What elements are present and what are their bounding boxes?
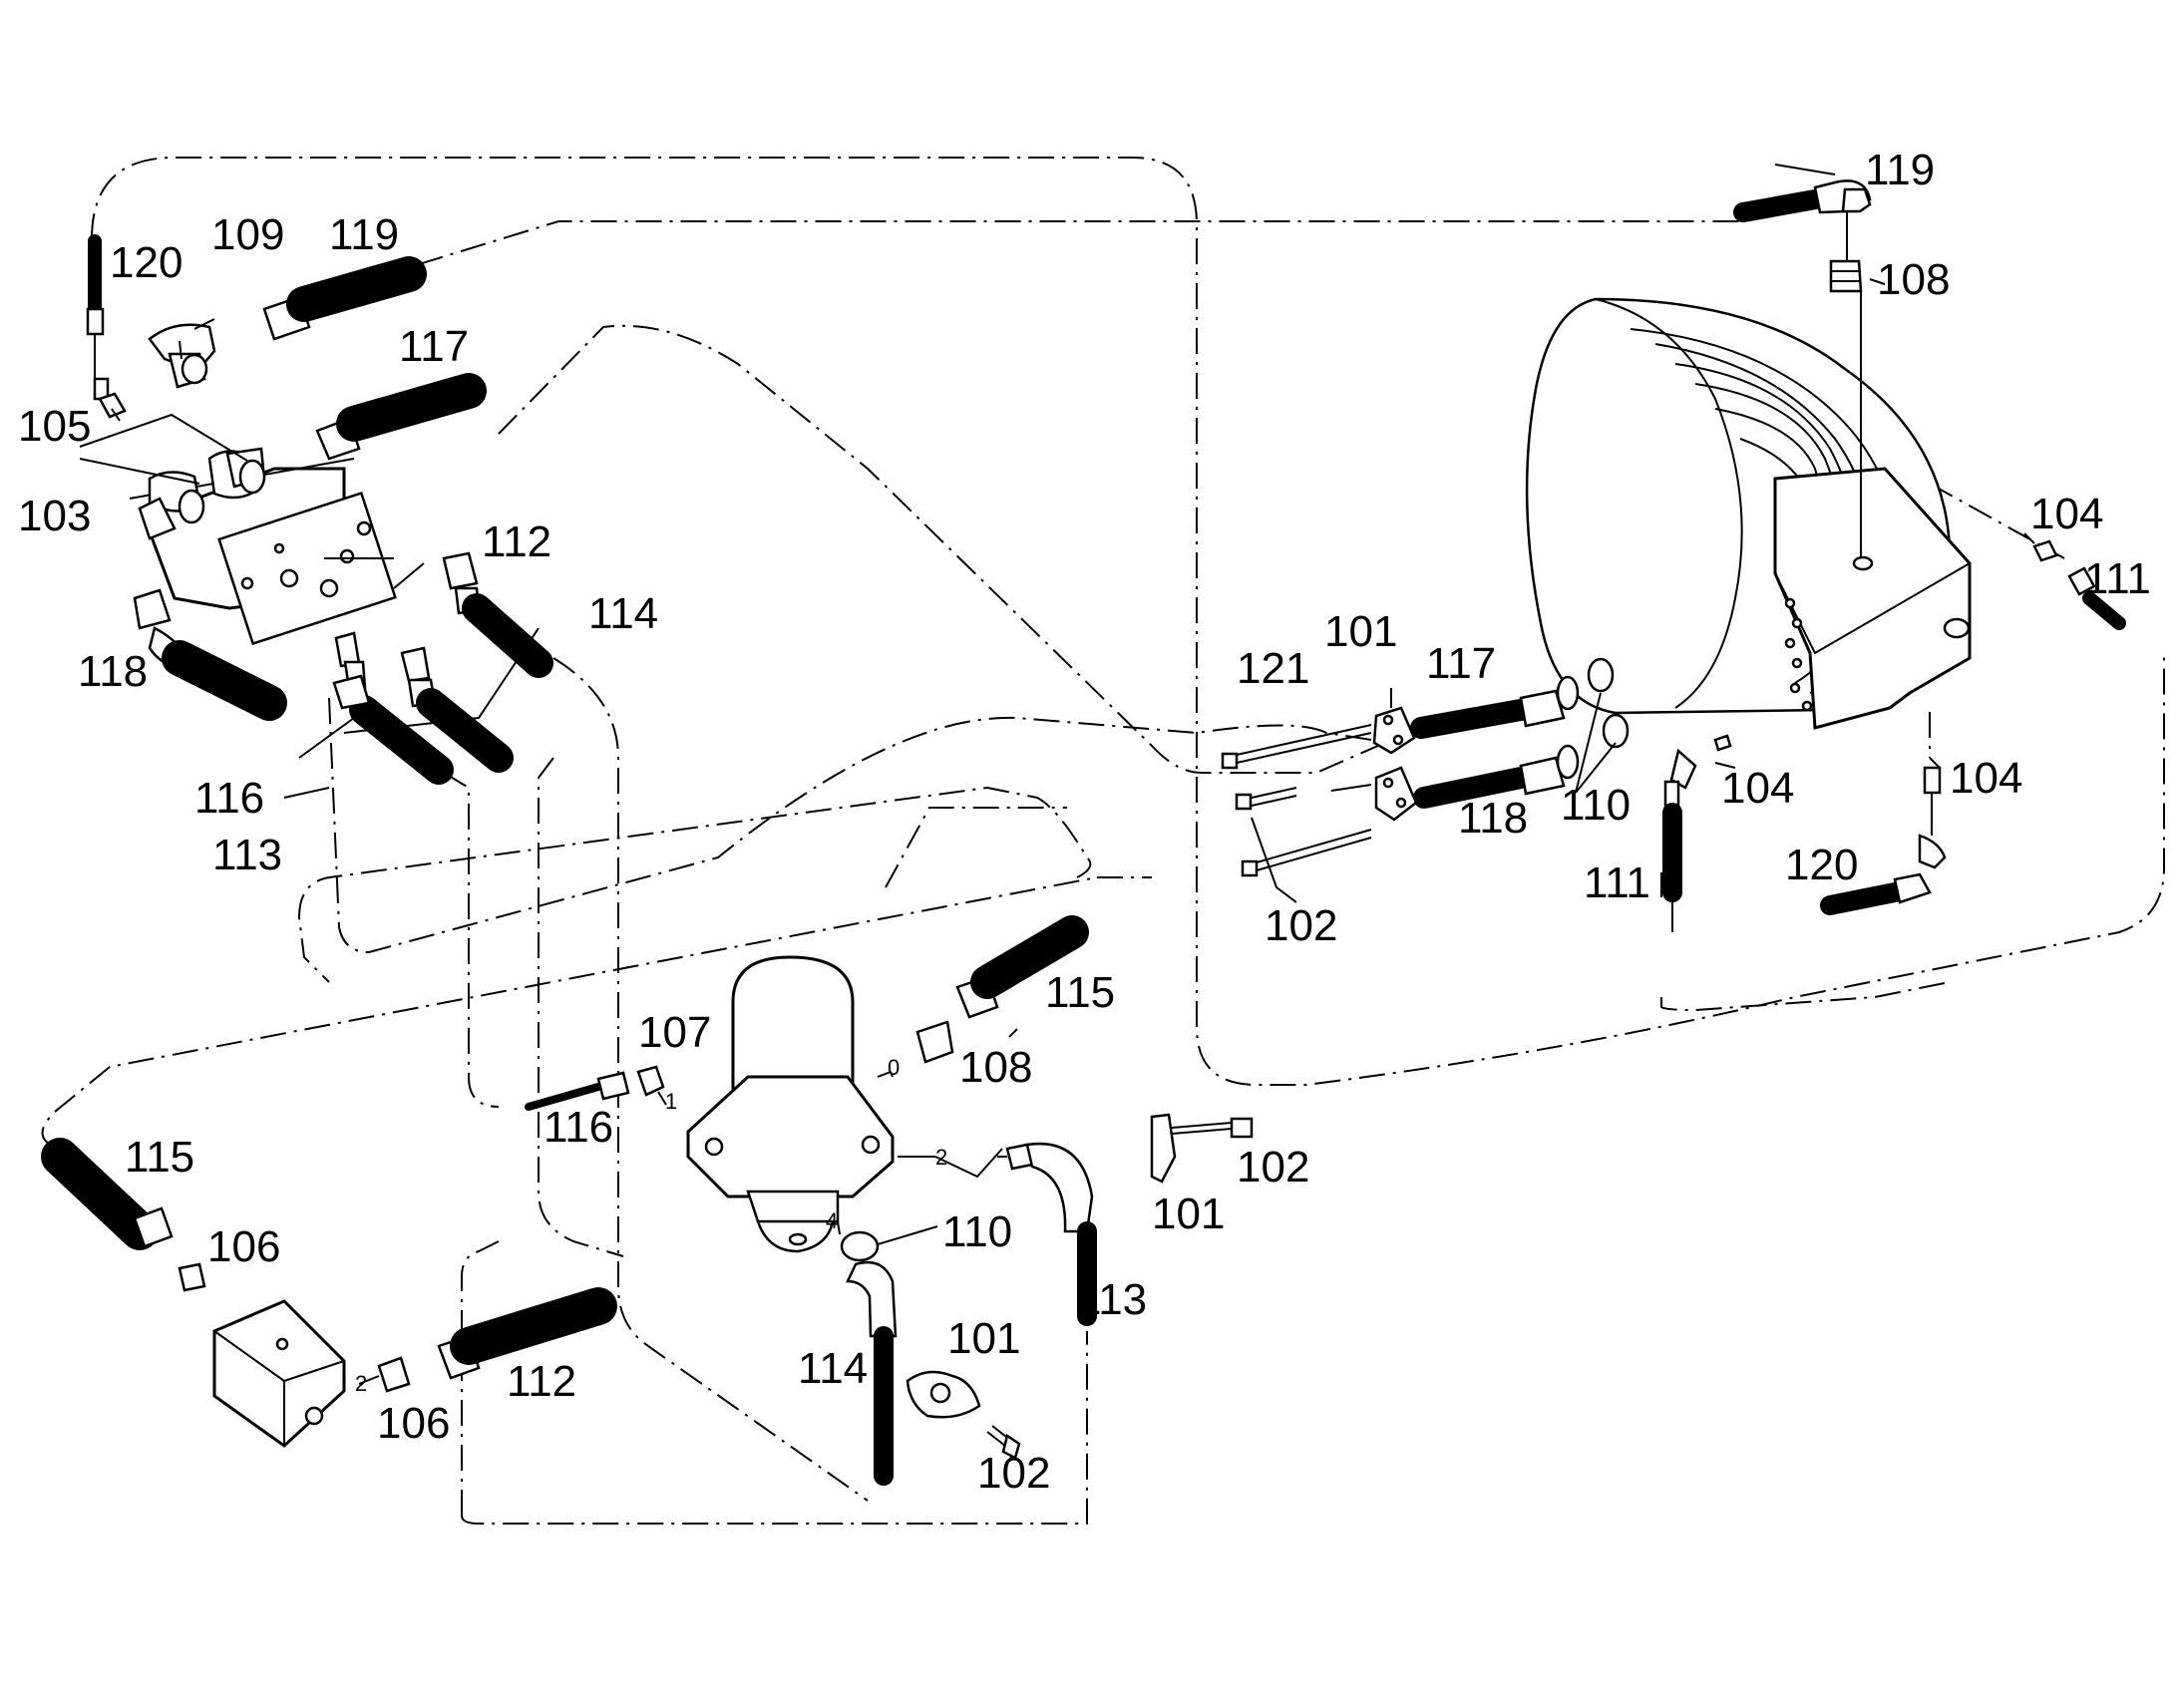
right-side-fittings [1662, 539, 2126, 932]
callout-101: 101 [947, 1314, 1020, 1363]
callout-110: 110 [942, 1207, 1012, 1256]
callout-104: 104 [1721, 764, 1794, 813]
callout-121: 121 [1237, 644, 1309, 693]
callout-102: 102 [977, 1449, 1050, 1498]
callout-104: 104 [2030, 490, 2103, 538]
callout-119: 119 [1865, 146, 1935, 194]
callout-120: 120 [110, 238, 182, 287]
motor-hoses [1410, 675, 1580, 809]
hose-115-upper [955, 915, 1089, 1019]
valve-ports [1784, 597, 1813, 712]
callout-103: 103 [18, 492, 91, 540]
callout-112: 112 [507, 1357, 576, 1406]
callout-116: 116 [544, 1103, 613, 1152]
callout-111: 111 [1584, 858, 1650, 907]
callout-labels: 120 109 119 117 105 103 112 114 118 116 … [18, 146, 2151, 1498]
left-manifold [86, 234, 553, 785]
callout-120: 120 [1785, 841, 1858, 889]
callout-106: 106 [207, 1222, 280, 1271]
callout-109: 109 [211, 210, 284, 259]
hose-114 [846, 1260, 898, 1486]
callout-102: 102 [1265, 901, 1337, 950]
callout-113: 113 [1077, 1275, 1147, 1324]
callout-111: 111 [2084, 554, 2151, 603]
callout-115: 115 [1045, 968, 1115, 1017]
callout-106: 106 [377, 1399, 450, 1448]
callout-118: 118 [78, 647, 148, 696]
callout-114: 114 [798, 1344, 868, 1393]
pump-assembly [525, 955, 954, 1262]
callout-112: 112 [482, 517, 551, 566]
callout-108: 108 [1877, 255, 1950, 304]
callout-108: 108 [959, 1043, 1032, 1092]
callout-118: 118 [1458, 794, 1528, 843]
callout-115: 115 [125, 1133, 194, 1182]
port-label-0: 0 [888, 1055, 900, 1080]
split-flanges-right [1221, 706, 1418, 877]
callout-117: 117 [1426, 639, 1496, 688]
leader-lines [79, 164, 2035, 1467]
callout-105: 105 [18, 402, 91, 451]
callout-116: 116 [194, 774, 264, 823]
callout-101: 101 [1324, 607, 1397, 656]
o-ring-lower [1602, 713, 1630, 749]
port-label-2: 2 [355, 1371, 367, 1396]
flange-lower-center [906, 1113, 1254, 1460]
o-ring-upper [1587, 657, 1615, 693]
callout-110: 110 [1561, 781, 1631, 830]
callout-101: 101 [1152, 1190, 1225, 1238]
callout-107: 107 [638, 1008, 711, 1057]
port-label-2: 2 [935, 1145, 947, 1170]
callout-104: 104 [1950, 754, 2022, 803]
callout-102: 102 [1237, 1143, 1309, 1192]
hose-119-top-right [1733, 179, 1872, 558]
port-label-1: 1 [665, 1089, 677, 1114]
hose-113 [997, 1142, 1097, 1326]
port-label-4: 4 [826, 1208, 838, 1233]
callout-117: 117 [399, 322, 469, 371]
travel-motor-assembly [1525, 297, 1972, 749]
lower-left-block [41, 1138, 617, 1448]
port-labels: 0 1 2 4 2 [355, 1055, 947, 1396]
callout-114: 114 [588, 589, 658, 638]
callout-113: 113 [212, 831, 282, 879]
callout-119: 119 [329, 210, 399, 259]
